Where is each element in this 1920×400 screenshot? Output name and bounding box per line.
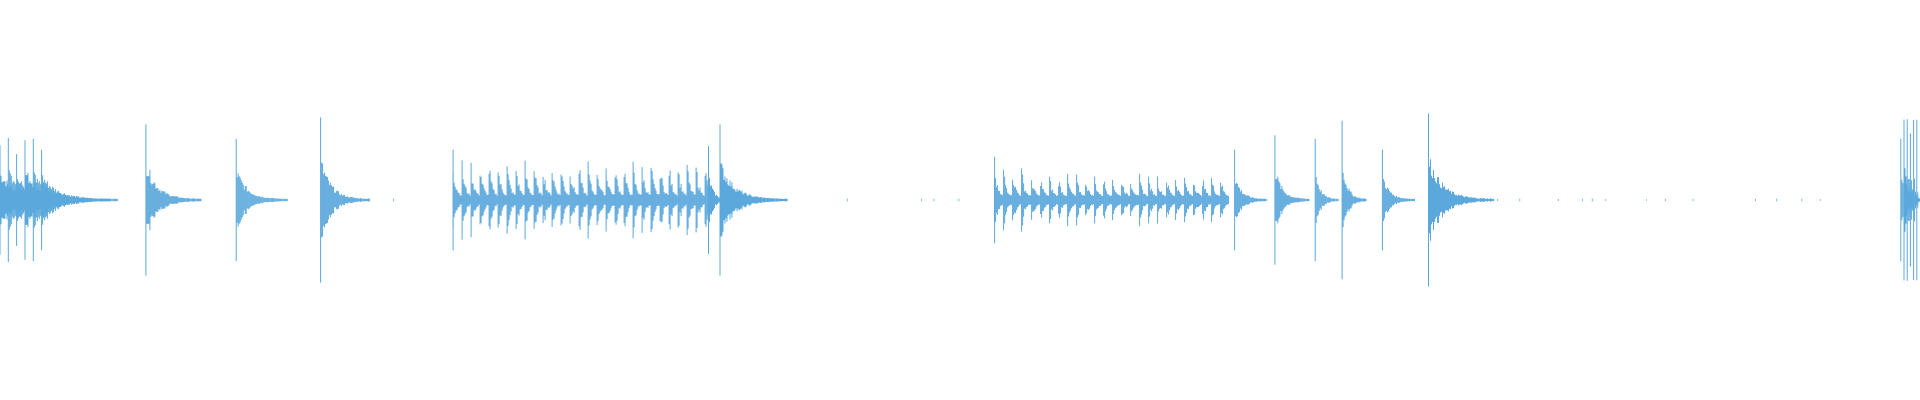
- waveform-bars: [0, 113, 1920, 287]
